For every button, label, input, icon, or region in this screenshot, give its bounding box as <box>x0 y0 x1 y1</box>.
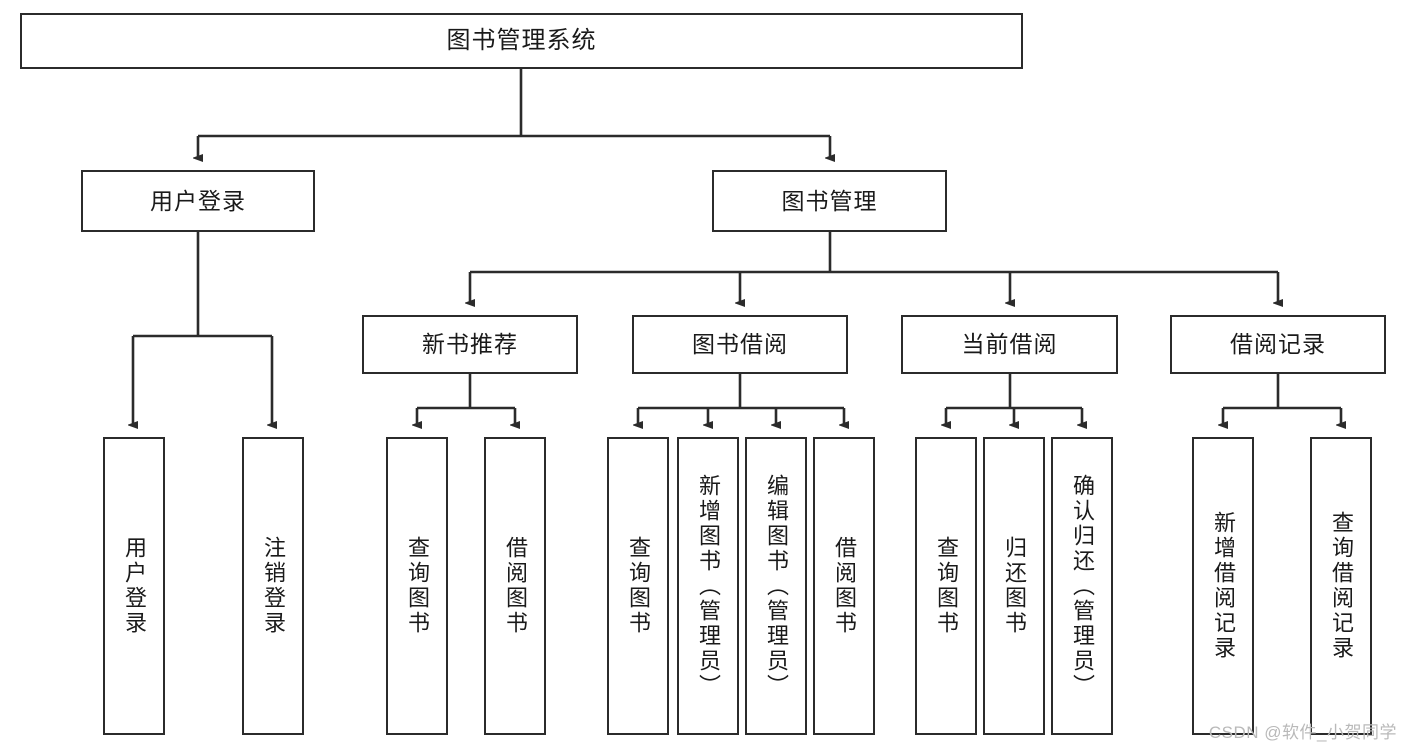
node-borrowing-records[interactable]: 借阅记录 <box>1170 315 1386 374</box>
node-book-management[interactable]: 图书管理 <box>712 170 947 232</box>
node-label: 查询借阅记录 <box>1329 511 1354 661</box>
node-label: 图书管理 <box>781 187 878 214</box>
node-label: 新增借阅记录 <box>1211 511 1236 661</box>
leaf-confirm-return-admin[interactable]: 确认归还（管理员） <box>1051 437 1113 735</box>
leaf-user-login[interactable]: 用户登录 <box>103 437 165 735</box>
node-label: 用户登录 <box>122 536 147 636</box>
leaf-query-book-current[interactable]: 查询图书 <box>915 437 977 735</box>
node-label: 图书管理系统 <box>446 27 597 55</box>
node-book-borrowing[interactable]: 图书借阅 <box>632 315 848 374</box>
node-new-book-recommendation[interactable]: 新书推荐 <box>362 315 578 374</box>
node-user-login[interactable]: 用户登录 <box>81 170 315 232</box>
node-label: 查询图书 <box>405 536 430 636</box>
leaf-return-book[interactable]: 归还图书 <box>983 437 1045 735</box>
node-current-borrowing[interactable]: 当前借阅 <box>901 315 1118 374</box>
node-label: 新增图书（管理员） <box>696 473 721 699</box>
leaf-query-book-recommendation[interactable]: 查询图书 <box>386 437 448 735</box>
node-label: 借阅图书 <box>503 536 528 636</box>
node-label: 确认归还（管理员） <box>1070 473 1095 699</box>
node-label: 借阅图书 <box>832 536 857 636</box>
node-label: 编辑图书（管理员） <box>764 473 789 699</box>
leaf-borrow-book-recommendation[interactable]: 借阅图书 <box>484 437 546 735</box>
leaf-logout[interactable]: 注销登录 <box>242 437 304 735</box>
leaf-add-book-admin[interactable]: 新增图书（管理员） <box>677 437 739 735</box>
node-label: 查询图书 <box>934 536 959 636</box>
leaf-add-borrowing-record[interactable]: 新增借阅记录 <box>1192 437 1254 735</box>
node-label: 借阅记录 <box>1230 331 1326 358</box>
node-label: 归还图书 <box>1002 536 1027 636</box>
leaf-borrow-book[interactable]: 借阅图书 <box>813 437 875 735</box>
node-label: 当前借阅 <box>961 331 1058 358</box>
node-book-management-system[interactable]: 图书管理系统 <box>20 13 1023 69</box>
node-label: 图书借阅 <box>692 331 788 358</box>
leaf-query-book-borrowing[interactable]: 查询图书 <box>607 437 669 735</box>
leaf-query-borrowing-record[interactable]: 查询借阅记录 <box>1310 437 1372 735</box>
leaf-edit-book-admin[interactable]: 编辑图书（管理员） <box>745 437 807 735</box>
node-label: 查询图书 <box>626 536 651 636</box>
node-label: 用户登录 <box>150 187 246 214</box>
node-label: 新书推荐 <box>422 331 518 358</box>
node-label: 注销登录 <box>261 536 286 636</box>
